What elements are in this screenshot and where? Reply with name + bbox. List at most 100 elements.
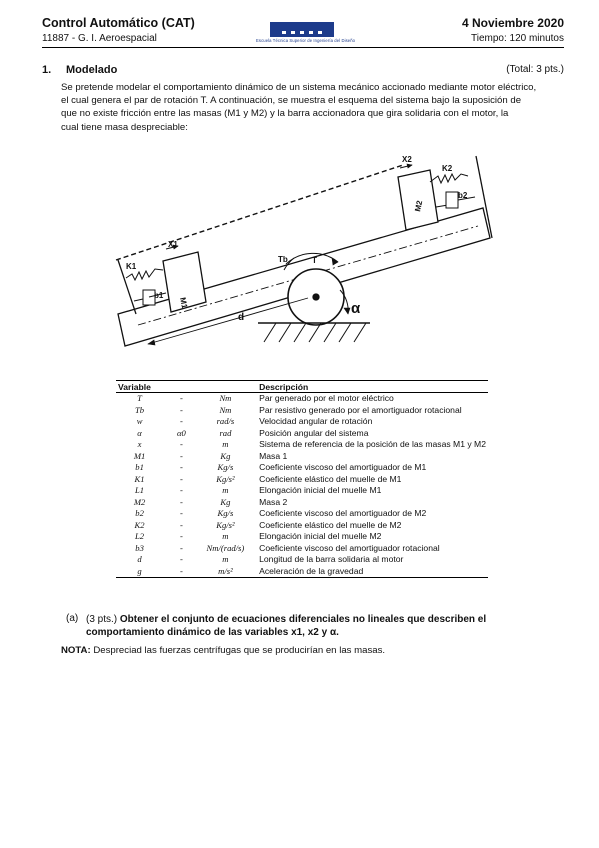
- variable-description: Coeficiente elástico del muelle de M1: [259, 473, 402, 484]
- variable-symbol: x: [137, 439, 142, 449]
- variable-unit: Kg/s²: [216, 473, 235, 484]
- spring-k2: [429, 172, 469, 185]
- initial-value: -: [179, 508, 183, 518]
- table-header-row: Variable Descripción: [116, 380, 488, 393]
- label-m2: M2: [413, 199, 424, 212]
- variable-description: Masa 1: [259, 450, 288, 461]
- mass-2: [397, 169, 439, 231]
- initial-value: -: [179, 531, 183, 541]
- note-label: NOTA:: [61, 645, 91, 656]
- question-title: Modelado: [66, 64, 118, 76]
- initial-value: -: [179, 439, 183, 449]
- initial-value: α0: [177, 427, 186, 438]
- variable-symbol: Tb: [135, 404, 145, 415]
- variable-symbol: g: [116, 565, 164, 578]
- variable-description: Elongación inicial del muelle M2: [259, 531, 382, 541]
- logo-text: Escuela Técnica Superior de Ingeniería d…: [256, 38, 356, 43]
- variable-symbol: b3: [135, 542, 144, 553]
- header-descripcion: Descripción: [251, 380, 488, 393]
- table-row: T - Nm Par generado por el motor eléctrico: [116, 393, 488, 405]
- task-text: Obtener el conjunto de ecuaciones difere…: [86, 614, 487, 638]
- variable-description: Coeficiente viscoso del amortiguador de …: [259, 462, 427, 472]
- initial-value: -: [179, 393, 183, 403]
- initial-value: -: [179, 473, 183, 484]
- label-k1: K1: [126, 262, 137, 271]
- variable-description: Longitud de la barra solidaria al motor: [259, 554, 404, 564]
- initial-value: -: [179, 462, 183, 472]
- header-variable: Variable: [116, 380, 164, 393]
- variable-description: Velocidad angular de rotación: [259, 416, 373, 426]
- intro-line: el cual genera el par de rotación T. A c…: [61, 95, 522, 107]
- label-alpha: α: [351, 300, 361, 317]
- length-d-arrow: [147, 297, 309, 345]
- variable-description: Masa 2: [259, 496, 288, 507]
- table-row: K1 - Kg/s² Coeficiente elástico del muelle …: [116, 474, 488, 486]
- variable-unit: Kg: [220, 496, 231, 507]
- variable-unit: Nm/(rad/s): [206, 542, 245, 553]
- variable-unit: rad/s: [216, 416, 235, 426]
- label-b2: b2: [458, 191, 468, 200]
- variable-symbol: K2: [134, 519, 145, 530]
- mechanism-diagram: X1 X2 K1 K2 b1 b2 M1 M2 Tb T d α: [115, 155, 493, 347]
- initial-value: -: [179, 542, 183, 553]
- variable-symbol: L2: [135, 531, 145, 541]
- question-intro: Se pretende modelar el comportamiento di…: [61, 81, 564, 134]
- question-number: 1.: [42, 64, 52, 76]
- variable-description: Par resistivo generado por el amortiguad…: [259, 404, 462, 415]
- variable-unit: m: [222, 485, 229, 495]
- variable-description: Par generado por el motor eléctrico: [259, 393, 394, 403]
- initial-value: -: [179, 485, 183, 495]
- initial-value: -: [179, 450, 183, 461]
- variable-description: Posición angular del sistema: [259, 427, 369, 438]
- variable-symbol: b1: [135, 462, 144, 472]
- logo-emblem: [270, 22, 334, 37]
- initial-value: -: [163, 565, 200, 578]
- variable-unit: Nm: [219, 404, 232, 415]
- variable-description: Coeficiente viscoso del amortiguador de …: [259, 508, 427, 518]
- task-statement: (3 pts.) Obtener el conjunto de ecuacion…: [86, 613, 566, 639]
- variable-symbol: T: [137, 393, 142, 403]
- variable-unit: m: [222, 554, 229, 564]
- variable-unit: Kg/s: [217, 462, 234, 472]
- label-m1: M1: [178, 297, 189, 310]
- table-row: b3 - Nm/(rad/s) Coeficiente viscoso del amo…: [116, 543, 488, 555]
- label-t: T: [312, 256, 317, 265]
- exam-date: 4 Noviembre 2020: [461, 16, 564, 30]
- variable-symbol: w: [136, 416, 143, 426]
- variable-unit: rad: [219, 427, 232, 438]
- variable-symbol: L1: [135, 485, 145, 495]
- variables-table: Variable Descripción T - Nm Par generado po…: [116, 380, 488, 578]
- spring-k1: [125, 268, 164, 282]
- motor-shaft: [312, 293, 320, 301]
- left-wall: [117, 259, 137, 315]
- intro-line: que no existe fricción entre las masas (…: [61, 108, 509, 120]
- note: NOTA: Despreciad las fuerzas centrífugas…: [61, 645, 385, 656]
- variable-unit: Kg/s: [217, 508, 234, 518]
- label-x1: X1: [168, 240, 178, 249]
- variable-description: Coeficiente elástico del muelle de M2: [259, 519, 402, 530]
- table-row: b1 - Kg/s Coeficiente viscoso del amortigua…: [116, 462, 488, 474]
- reference-line: [115, 164, 404, 261]
- variable-unit: Kg: [220, 450, 231, 461]
- intro-line: cual tiene masa despreciable:: [61, 121, 188, 133]
- variable-unit: m: [222, 439, 229, 449]
- variable-unit: Nm: [219, 393, 232, 403]
- label-d: d: [238, 312, 244, 323]
- variable-unit: m/s²: [199, 565, 252, 578]
- variable-symbol: M2: [133, 496, 146, 507]
- variable-description: Coeficiente viscoso del amortiguador rot…: [259, 542, 440, 553]
- exam-title: Control Automático (CAT): [42, 16, 195, 30]
- variable-description: Aceleración de la gravedad: [251, 565, 488, 578]
- variable-symbol: K1: [134, 473, 145, 484]
- damper-b1: [142, 289, 156, 306]
- label-tb: Tb: [278, 255, 288, 264]
